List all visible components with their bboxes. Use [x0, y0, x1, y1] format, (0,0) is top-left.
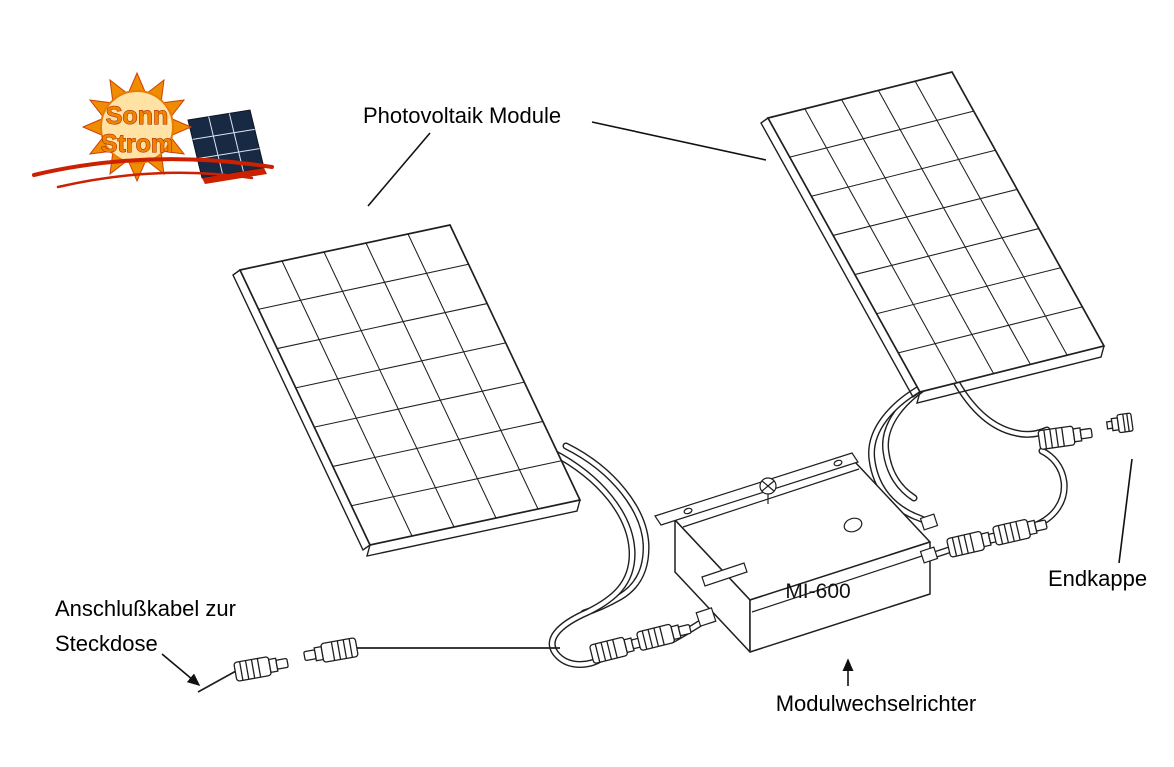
label-anschlusskabel-line1: Anschlußkabel zur — [55, 596, 236, 621]
mounting-bracket — [654, 452, 859, 526]
inverter-ports — [695, 513, 939, 627]
logo-text-top: Sonn — [106, 102, 169, 130]
mc4-connector-ac-right — [302, 637, 359, 667]
label-photovoltaik-module: Photovoltaik Module — [363, 103, 561, 128]
mounting-hole — [843, 517, 863, 533]
dc-cable-right — [872, 378, 1065, 526]
label-anschlusskabel-line2: Steckdose — [55, 631, 158, 656]
micro-inverter: MI-600 — [654, 452, 931, 653]
logo-swoosh-2 — [56, 171, 254, 189]
label-modulwechselrichter: Modulwechselrichter — [776, 691, 977, 716]
logo-text-bottom: Strom — [101, 130, 173, 158]
label-endkappe: Endkappe — [1048, 566, 1147, 591]
leader-line-left-module — [367, 132, 431, 207]
label-mi-600: MI-600 — [785, 580, 850, 603]
grounding-screw-icon — [759, 477, 777, 504]
pv-module-right — [761, 72, 1104, 403]
mc4-connector-inverter-left-2 — [635, 618, 694, 652]
sun-disc — [100, 90, 174, 164]
logo-swoosh-1 — [32, 157, 274, 177]
mc4-connector-ac-left — [233, 652, 290, 682]
logo-panel-icon — [188, 110, 264, 178]
nameplate — [701, 562, 748, 587]
end-cap — [1105, 412, 1134, 435]
leader-line-right-module — [591, 121, 767, 161]
leader-line-endkappe — [1118, 458, 1133, 564]
arrow-to-ac-cable — [161, 653, 201, 687]
ac-extension-cable — [197, 647, 560, 693]
pv-module-left — [233, 225, 580, 556]
sonnstrom-logo: Sonn Strom — [32, 71, 274, 189]
